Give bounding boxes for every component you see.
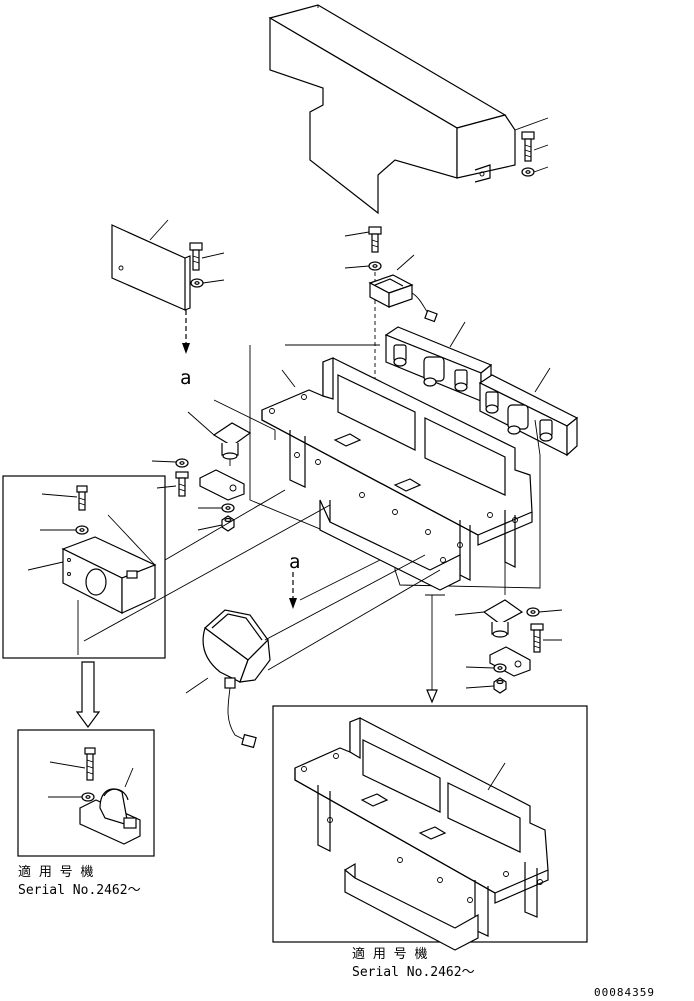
arrow-down-lower	[289, 572, 297, 609]
rubber-mount-right	[454, 599, 524, 638]
washer-left-plate	[190, 278, 225, 288]
arrow-down-left	[182, 310, 190, 354]
washer-top-right	[521, 166, 549, 177]
rear-lamp-left	[384, 321, 493, 403]
nut-right	[465, 677, 507, 694]
serial-note-lower-right: 適 用 号 機 Serial No.2462～	[352, 946, 475, 980]
side-plate-left	[111, 219, 191, 311]
detail-box-lower-right	[272, 705, 588, 951]
work-lamp	[185, 554, 441, 749]
serial-note-lower-left: 適 用 号 機 Serial No.2462～	[18, 864, 141, 898]
view-marker-a-lower: a	[289, 551, 300, 573]
view-marker-a-upper: a	[180, 367, 191, 389]
bolt-left-pivot	[156, 471, 189, 497]
rear-lamp-right	[478, 367, 579, 457]
bracket-left-pivot	[199, 469, 245, 501]
serial-note-1-line1: 適 用 号 機	[18, 864, 93, 880]
drawing-number: 00084359	[594, 986, 655, 999]
callout-frame-main	[249, 344, 541, 589]
serial-note-1-line2: Serial No.2462～	[18, 883, 141, 898]
bolt-right	[530, 623, 562, 653]
washer-right-2	[465, 663, 507, 673]
washer-right	[526, 607, 563, 617]
serial-note-2-line1: 適 用 号 機	[352, 946, 427, 962]
bolt-center	[344, 226, 382, 253]
callout-line-bracket	[213, 399, 276, 440]
nut-left-pivot	[197, 515, 235, 532]
main-bracket	[261, 357, 533, 591]
switch-center	[368, 254, 438, 323]
callout-arrow-right	[425, 540, 506, 704]
detail-box-lower-left	[17, 729, 155, 857]
rubber-mount-left	[187, 411, 252, 466]
bolt-top-right	[521, 131, 549, 162]
washer-center	[344, 261, 382, 271]
arrow-detail-left	[75, 661, 101, 729]
washer-left-pivot	[151, 458, 189, 468]
bracket-right	[489, 646, 531, 677]
washer-left-pivot-2	[198, 503, 235, 513]
serial-note-2-line2: Serial No.2462～	[352, 965, 475, 980]
top-cover	[268, 4, 549, 215]
callout-line-lower-a	[299, 559, 381, 601]
bolt-left-plate	[189, 242, 225, 271]
detail-box-left	[2, 475, 331, 659]
